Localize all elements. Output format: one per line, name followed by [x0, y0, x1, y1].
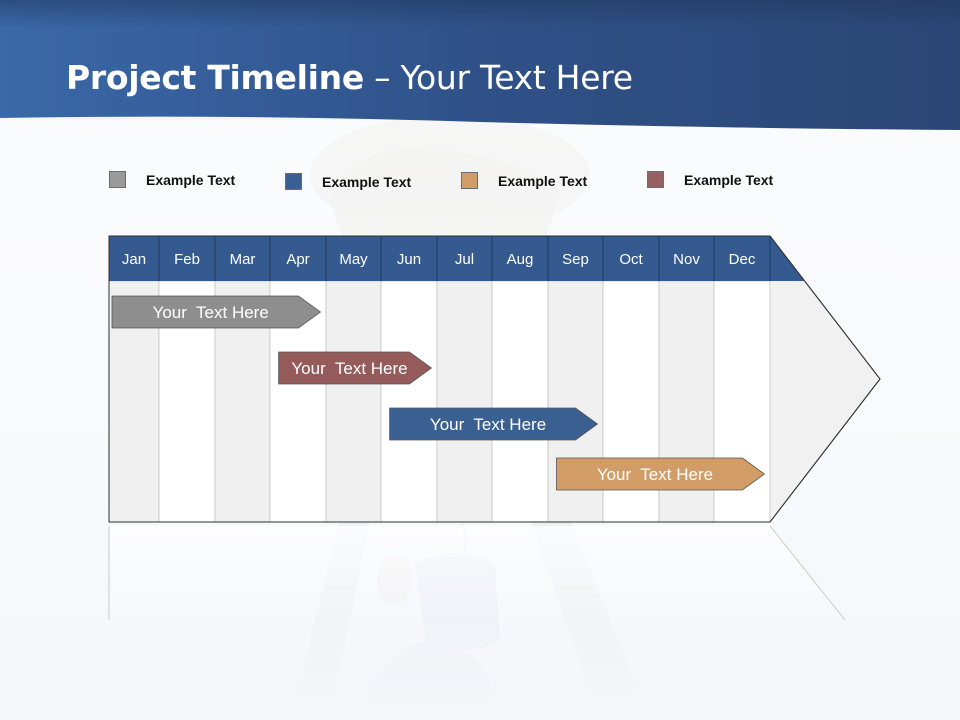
month-label-oct: Oct: [619, 251, 643, 268]
month-label-feb: Feb: [174, 251, 200, 268]
month-label-jun: Jun: [397, 251, 421, 268]
month-column: [491, 280, 549, 523]
legend-label-3: Example Text: [498, 173, 588, 189]
task-label-2: Your Text Here: [291, 359, 407, 378]
title-rest: – Your Text Here: [363, 58, 633, 97]
month-column: [325, 280, 382, 523]
title-bold: Project Timeline: [66, 58, 364, 97]
legend-swatch-3: [461, 172, 478, 189]
month-label-aug: Aug: [507, 251, 534, 268]
legend-label-1: Example Text: [146, 172, 236, 188]
legend-swatch-1: [109, 171, 126, 188]
month-column: [436, 280, 493, 523]
task-bar-3: [389, 407, 599, 441]
month-label-may: May: [339, 251, 368, 268]
legend-swatch-2: [285, 173, 302, 190]
month-label-sep: Sep: [562, 251, 589, 268]
month-label-apr: Apr: [286, 251, 309, 268]
month-label-jan: Jan: [122, 251, 146, 268]
slide-title: Project Timeline – Your Text Here: [66, 58, 633, 97]
legend-label-4: Example Text: [684, 172, 774, 188]
task-bar-1: [111, 295, 322, 329]
task-bar-2: [278, 351, 433, 385]
month-label-jul: Jul: [455, 251, 474, 268]
reflection-edge: [769, 525, 846, 621]
month-header: [109, 236, 770, 281]
legend-label-2: Example Text: [322, 174, 412, 190]
task-bar-4: [556, 457, 766, 491]
chart-reflection: [109, 526, 845, 620]
task-label-4: Your Text Here: [597, 465, 713, 484]
month-label-dec: Dec: [729, 251, 756, 268]
title-banner: [0, 0, 960, 130]
timeline-arrow-outline: [108, 235, 881, 523]
month-label-mar: Mar: [230, 251, 256, 268]
task-label-3: Your Text Here: [430, 415, 546, 434]
month-column: [380, 280, 438, 523]
legend-swatch-4: [647, 171, 664, 188]
task-label-1: Your Text Here: [153, 303, 269, 322]
month-label-nov: Nov: [673, 251, 700, 268]
